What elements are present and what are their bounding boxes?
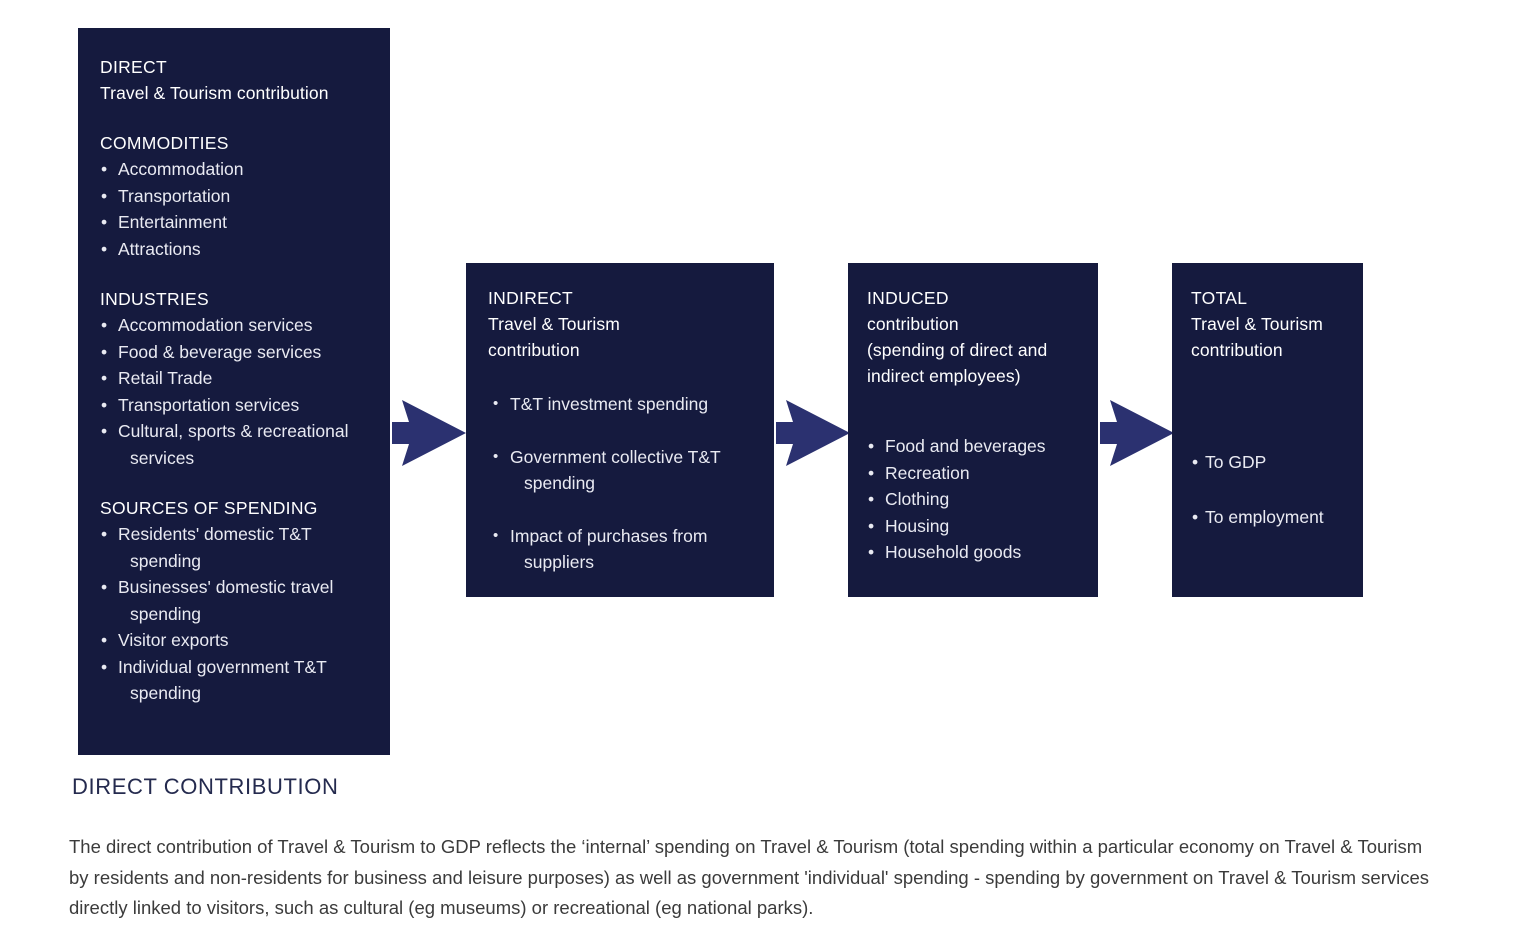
- list-item-label: Individual government T&T: [118, 656, 327, 677]
- list-item-label: Food and beverages: [885, 436, 1046, 456]
- list-item-label: Housing: [885, 515, 950, 536]
- box-direct-content: DIRECT Travel & Tourism contribution COM…: [78, 28, 390, 727]
- box-indirect-content: INDIRECT Travel & Tourism contribution T…: [466, 263, 774, 622]
- box-total: TOTAL Travel & Tourism contribution To G…: [1172, 263, 1363, 597]
- list-item: Food and beverages: [867, 433, 1076, 460]
- list-item: Household goods: [867, 539, 1076, 566]
- list-item: Residents' domestic T&T spending: [100, 521, 368, 574]
- list-item: Cultural, sports & recreational services: [100, 418, 368, 471]
- list-item-label: Household goods: [885, 542, 1022, 562]
- list-item-label: Visitor exports: [118, 630, 229, 650]
- list-item: Housing: [867, 513, 1076, 540]
- list-item-label: Transportation: [118, 185, 231, 206]
- list-item-label: Accommodation services: [118, 315, 313, 335]
- section-body-direct-contribution: The direct contribution of Travel & Tour…: [69, 836, 1430, 918]
- arrow-indirect-to-induced: [776, 396, 852, 470]
- group-label-sources-of-spending: SOURCES OF SPENDING: [100, 498, 318, 518]
- list-item: Transportation: [100, 183, 368, 210]
- list-item-label: Businesses' domestic travel: [118, 577, 334, 597]
- list-item: Transportation services: [100, 392, 368, 419]
- box-direct-title-line1: DIRECT: [100, 57, 167, 77]
- list-item-label-cont: spending: [524, 473, 596, 493]
- sources-of-spending-list: Residents' domestic T&T spending Business…: [100, 521, 368, 707]
- arrow-direct-to-indirect: [392, 396, 468, 470]
- list-item-label: Cultural, sports & recreational: [118, 421, 349, 441]
- list-item: Individual government T&T spending: [100, 654, 368, 707]
- list-item: To employment: [1191, 504, 1341, 531]
- commodities-list: Accommodation Transportation Entertainme…: [100, 156, 368, 262]
- list-item-label-cont: spending: [130, 550, 202, 571]
- list-item: Accommodation services: [100, 312, 368, 339]
- list-item-label: To employment: [1205, 506, 1324, 527]
- indirect-list: T&T investment spending Government colle…: [488, 391, 752, 576]
- box-indirect-title-line2: Travel & Tourism: [488, 314, 620, 334]
- list-item-label: Retail Trade: [118, 368, 213, 388]
- group-label-commodities: COMMODITIES: [100, 133, 229, 153]
- induced-list: Food and beverages Recreation Clothing H…: [867, 433, 1076, 566]
- list-item: Entertainment: [100, 209, 368, 236]
- box-induced-title-line3: (spending of direct and: [867, 340, 1048, 360]
- list-item-label-cont: spending: [130, 683, 202, 703]
- box-induced-title-line2: contribution: [867, 314, 959, 334]
- box-direct: DIRECT Travel & Tourism contribution COM…: [78, 28, 390, 755]
- list-item-label-cont: spending: [130, 603, 202, 624]
- list-item: Accommodation: [100, 156, 368, 183]
- list-item: Businesses' domestic travel spending: [100, 574, 368, 627]
- list-item-label-cont: services: [130, 447, 195, 468]
- list-item-label: Entertainment: [118, 212, 227, 232]
- list-item: To GDP: [1191, 449, 1341, 476]
- list-item-label: Recreation: [885, 462, 970, 483]
- list-item-label: Clothing: [885, 489, 950, 509]
- list-item: Clothing: [867, 486, 1076, 513]
- group-label-industries: INDUSTRIES: [100, 289, 209, 309]
- list-item-label: T&T investment spending: [510, 394, 709, 414]
- list-item-label: Attractions: [118, 238, 201, 259]
- list-item: Government collective T&T spending: [488, 444, 752, 497]
- box-total-title-line2: Travel & Tourism: [1191, 314, 1323, 334]
- total-list: To GDP To employment: [1191, 449, 1341, 530]
- list-item: Attractions: [100, 236, 368, 263]
- list-item-label: Accommodation: [118, 159, 244, 179]
- box-direct-title-line2: Travel & Tourism contribution: [100, 83, 329, 103]
- box-indirect-title-line3: contribution: [488, 340, 580, 360]
- list-item: Impact of purchases from suppliers: [488, 523, 752, 576]
- box-induced-content: INDUCED contribution (spending of direct…: [848, 263, 1098, 586]
- list-item: Visitor exports: [100, 627, 368, 654]
- list-item-label: Government collective T&T: [510, 446, 721, 467]
- box-total-content: TOTAL Travel & Tourism contribution To G…: [1172, 263, 1363, 578]
- list-item-label: To GDP: [1205, 452, 1267, 472]
- list-item-label: Transportation services: [118, 394, 300, 415]
- box-indirect: INDIRECT Travel & Tourism contribution T…: [466, 263, 774, 597]
- list-item-label: Impact of purchases from: [510, 525, 708, 546]
- arrow-induced-to-total: [1100, 396, 1176, 470]
- list-item: Retail Trade: [100, 365, 368, 392]
- box-total-title-line1: TOTAL: [1191, 288, 1248, 308]
- box-total-title-line3: contribution: [1191, 340, 1283, 360]
- list-item: T&T investment spending: [488, 391, 752, 418]
- list-item: Food & beverage services: [100, 339, 368, 366]
- box-induced: INDUCED contribution (spending of direct…: [848, 263, 1098, 597]
- box-indirect-title-line1: INDIRECT: [488, 288, 574, 308]
- box-induced-title-line4: indirect employees): [867, 366, 1021, 386]
- box-induced-title-line1: INDUCED: [867, 288, 949, 308]
- list-item: Recreation: [867, 460, 1076, 487]
- section-heading-direct-contribution: DIRECT CONTRIBUTION: [72, 774, 339, 799]
- list-item-label: Food & beverage services: [118, 341, 322, 362]
- list-item-label-cont: suppliers: [524, 552, 595, 572]
- industries-list: Accommodation services Food & beverage s…: [100, 312, 368, 471]
- list-item-label: Residents' domestic T&T: [118, 524, 312, 544]
